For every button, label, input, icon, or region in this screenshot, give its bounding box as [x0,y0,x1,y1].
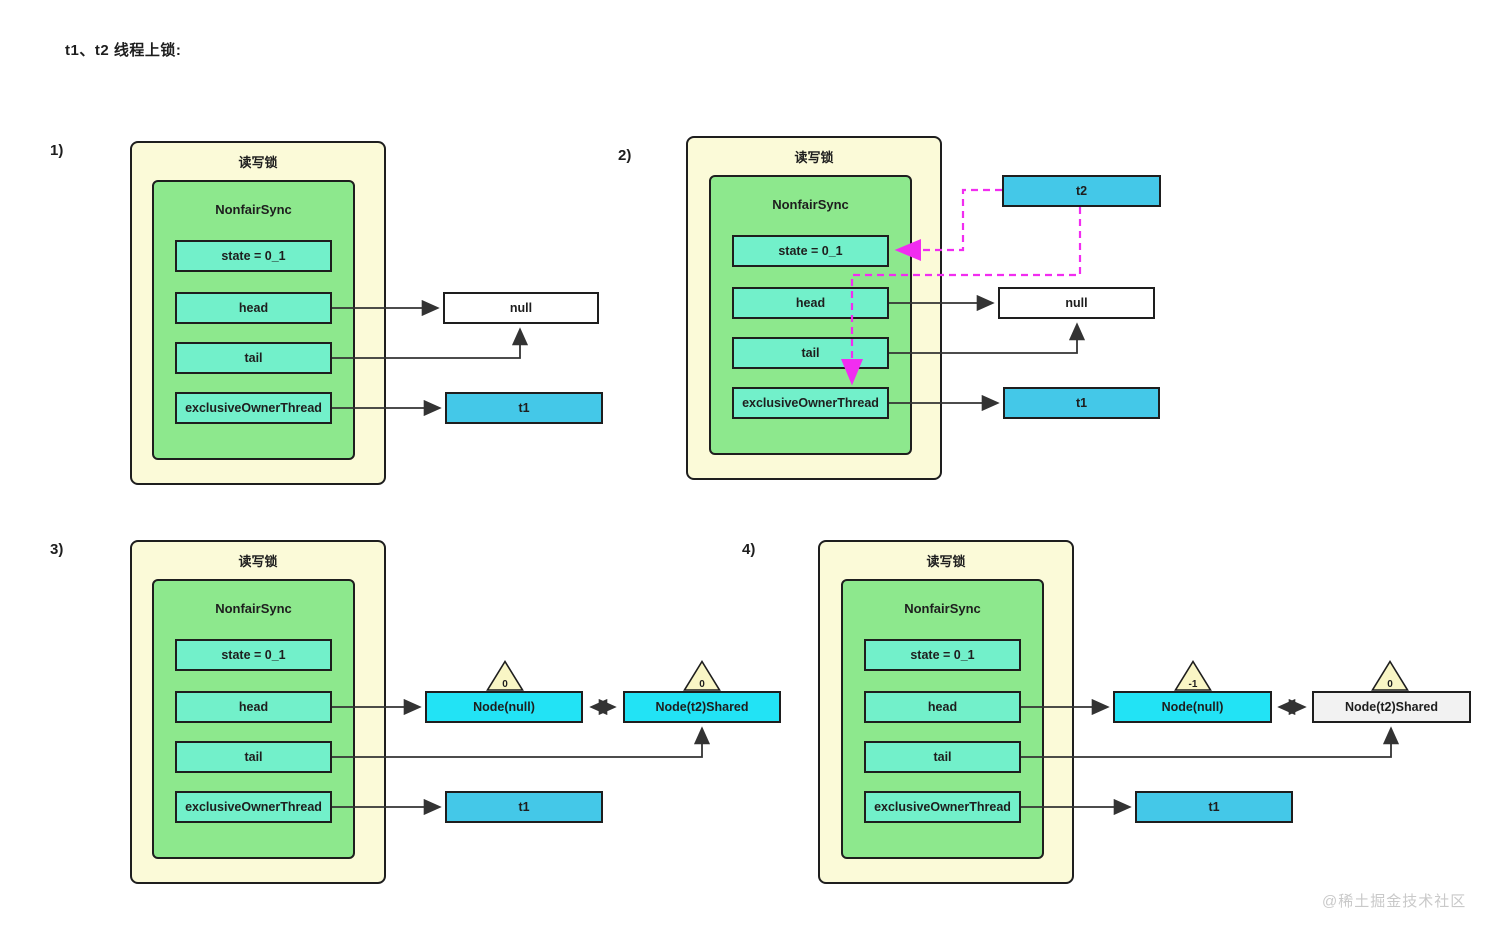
panel-3-node2-wait-status-value: 0 [699,679,705,690]
panel-3-sync-box: NonfairSync state = 0_1 head tail exclus… [152,579,355,859]
panel-1-sync-box: NonfairSync state = 0_1 head tail exclus… [152,180,355,460]
panel-4-number: 4) [742,541,756,558]
page-title: t1、t2 线程上锁: [65,42,182,59]
panel-2-field-state: state = 0_1 [732,235,889,267]
panel-3-field-head: head [175,691,332,723]
panel-4-field-owner: exclusiveOwnerThread [864,791,1021,823]
panel-4-node-t2-shared-box: Node(t2)Shared [1312,691,1471,723]
panel-4-node2-wait-status-triangle: 0 [1370,659,1410,692]
panel-3-sync-title: NonfairSync [215,601,292,616]
panel-1-lock-box: 读写锁 NonfairSync state = 0_1 head tail ex… [130,141,386,485]
panel-2-field-owner: exclusiveOwnerThread [732,387,889,419]
panel-2-t1-thread-box: t1 [1003,387,1160,419]
panel-2-field-head: head [732,287,889,319]
panel-2-lock-box: 读写锁 NonfairSync state = 0_1 head tail ex… [686,136,942,480]
panel-4-field-head: head [864,691,1021,723]
panel-4-field-state: state = 0_1 [864,639,1021,671]
panel-3-node1-wait-status-triangle: 0 [485,659,525,692]
panel-3-t1-thread-box: t1 [445,791,603,823]
panel-3-node-t2-shared-box: Node(t2)Shared [623,691,781,723]
panel-4-sync-box: NonfairSync state = 0_1 head tail exclus… [841,579,1044,859]
panel-2-null-box: null [998,287,1155,319]
panel-1-field-tail: tail [175,342,332,374]
panel-3-field-owner: exclusiveOwnerThread [175,791,332,823]
p3-tail-to-node-arrow [332,726,711,758]
panel-1-number: 1) [50,142,64,159]
panel-3-node-null-box: Node(null) [425,691,583,723]
panel-3-node1-wait-status-value: 0 [502,679,508,690]
panel-3-lock-box: 读写锁 NonfairSync state = 0_1 head tail ex… [130,540,386,884]
panel-1-t1-thread-box: t1 [445,392,603,424]
panel-1-null-box: null [443,292,599,324]
panel-4-lock-title: 读写锁 [926,554,966,569]
panel-4-node2-wait-status-value: 0 [1387,679,1393,690]
panel-3-node2-wait-status-triangle: 0 [682,659,722,692]
panel-1-field-head: head [175,292,332,324]
panel-2-field-tail: tail [732,337,889,369]
panel-1-sync-title: NonfairSync [215,202,292,217]
panel-4-node1-wait-status-triangle: -1 [1173,659,1213,692]
panel-2-t2-thread-box: t2 [1002,175,1161,207]
panel-3-number: 3) [50,541,64,558]
p4-tail-to-node-arrow [1021,726,1400,758]
panel-4-lock-box: 读写锁 NonfairSync state = 0_1 head tail ex… [818,540,1074,884]
panel-3-field-state: state = 0_1 [175,639,332,671]
panel-1-field-owner: exclusiveOwnerThread [175,392,332,424]
panel-4-t1-thread-box: t1 [1135,791,1293,823]
panel-3-lock-title: 读写锁 [238,554,278,569]
panel-2-number: 2) [618,147,632,164]
panel-4-field-tail: tail [864,741,1021,773]
panel-1-lock-title: 读写锁 [238,155,278,170]
panel-4-node-null-box: Node(null) [1113,691,1272,723]
panel-3-field-tail: tail [175,741,332,773]
panel-4-node1-wait-status-value: -1 [1188,679,1198,690]
panel-2-sync-box: NonfairSync state = 0_1 head tail exclus… [709,175,912,455]
panel-1-field-state: state = 0_1 [175,240,332,272]
panel-2-sync-title: NonfairSync [772,197,849,212]
panel-4-sync-title: NonfairSync [904,601,981,616]
watermark: @稀土掘金技术社区 [1322,893,1467,910]
panel-2-lock-title: 读写锁 [794,150,834,165]
